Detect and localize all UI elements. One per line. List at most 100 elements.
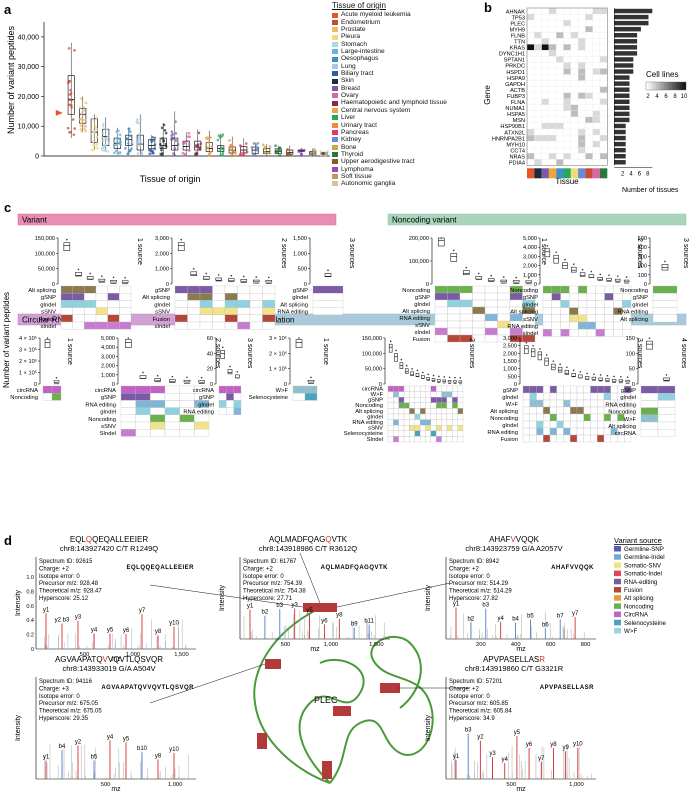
gene-label: PLEC: [510, 21, 525, 27]
legend-label: Lymphoma: [341, 165, 374, 173]
c-y-tick-label: 60: [207, 336, 213, 342]
legend-label: Prostate: [341, 26, 366, 34]
c-matrix-cell: [414, 391, 421, 398]
gene-label: HNRNPA2B1: [492, 136, 525, 142]
c-row-label: sSNV: [523, 317, 538, 323]
c-matrix-cell: [446, 419, 453, 426]
variant-site: [303, 603, 337, 612]
heatmap-cell: [563, 50, 571, 57]
tissue-count-bar: [614, 135, 626, 141]
c-box: [139, 375, 147, 379]
heatmap-cell: [563, 110, 571, 118]
tissue-count-bar: [614, 160, 626, 165]
data-point: [207, 154, 211, 157]
c-matrix-cell: [42, 393, 53, 401]
heatmap-cell: [541, 153, 550, 160]
c-matrix-cell: [107, 300, 120, 308]
c-matrix-cell: [72, 293, 85, 301]
c-outlier: [606, 374, 609, 377]
c-matrix-cell: [570, 434, 578, 443]
legend-label: Acute myeloid leukemia: [341, 11, 411, 19]
data-point: [239, 145, 243, 148]
c-matrix-cell: [578, 285, 588, 294]
c-matrix-cell: [560, 329, 570, 337]
c-y-tick-label: 1 × 10⁵: [269, 366, 287, 373]
legend-item: Breast: [332, 85, 447, 92]
c-outlier: [124, 276, 126, 279]
data-point: [149, 138, 153, 142]
c-matrix-cell: [551, 300, 561, 308]
c-matrix-cell: [563, 399, 571, 408]
c-outlier: [171, 375, 174, 378]
data-point: [278, 154, 282, 157]
c-matrix-cell: [226, 407, 234, 415]
variant-site: [322, 761, 332, 779]
c-matrix-cell: [586, 307, 596, 315]
heatmap-cell: [592, 19, 601, 27]
data-point: [218, 149, 222, 153]
data-point: [69, 103, 73, 107]
c-row-label: gIndel: [502, 395, 518, 401]
data-point: [264, 151, 267, 155]
c-outlier: [242, 275, 245, 278]
spectrum-x-tick: 500: [506, 782, 516, 788]
ion-label: y6: [123, 628, 130, 634]
c-matrix-cell: [249, 293, 263, 301]
mz-label: mz: [516, 786, 526, 793]
c-box: [537, 351, 543, 361]
spectrum-info: Spectrum ID: 61767: [243, 559, 297, 565]
c-matrix-cell: [484, 299, 498, 308]
c-matrix-cell: [457, 391, 464, 398]
c-y-tick-label: 50: [629, 367, 635, 373]
c-box: [618, 379, 624, 382]
c-y-tick-label: 3,000: [155, 236, 169, 242]
c-matrix-cell: [472, 306, 486, 315]
c-matrix-cell: [403, 385, 410, 392]
data-point: [228, 139, 231, 142]
heatmap-cell: [577, 140, 586, 148]
spectrum-info: Spectrum ID: 8942: [449, 559, 500, 565]
c-y-tick-label: 100,000: [35, 251, 55, 257]
ion-label: b10: [137, 746, 148, 752]
mz-label: mz: [310, 646, 320, 653]
heatmap-cell: [526, 146, 535, 154]
variant-site: [380, 683, 400, 693]
c-matrix-cell: [84, 300, 97, 308]
spectrum-x-tick: 500: [80, 652, 90, 658]
c-matrix-cell: [199, 314, 213, 323]
data-point: [187, 132, 191, 135]
data-point: [73, 127, 76, 130]
c-box: [53, 380, 60, 383]
peptide-pre: AHAF: [489, 535, 510, 544]
c-outlier: [55, 376, 58, 379]
c-box: [553, 254, 559, 264]
c-outlier: [626, 376, 629, 379]
heatmap-cell: [541, 140, 550, 148]
heatmap-cell: [585, 38, 593, 45]
heatmap-cell: [585, 140, 593, 148]
c-matrix-cell: [419, 419, 426, 426]
c-box: [235, 374, 240, 379]
c-matrix-cell: [578, 321, 588, 330]
c-matrix-cell: [597, 406, 605, 415]
c-matrix-cell: [441, 391, 448, 398]
heatmap-cell: [592, 62, 601, 69]
spectrum-info: Spectrum ID: 92615: [39, 559, 93, 565]
data-point: [299, 153, 303, 156]
heatmap-cell: [541, 56, 550, 63]
colorbar-segment: [670, 82, 673, 90]
legend-swatch: [332, 115, 338, 121]
c-matrix-cell: [42, 385, 53, 394]
c-matrix-cell: [536, 385, 544, 394]
ion-label: y1: [453, 754, 460, 760]
heatmap-cell: [563, 134, 571, 142]
c-box: [177, 242, 185, 251]
heatmap-cell: [534, 13, 542, 21]
heatmap-cell: [526, 32, 535, 39]
tissue-count-bar: [614, 8, 653, 14]
c-matrix-cell: [441, 419, 448, 426]
data-point: [300, 148, 303, 151]
ion-label: b9: [351, 622, 358, 628]
c-matrix-cell: [434, 313, 448, 322]
